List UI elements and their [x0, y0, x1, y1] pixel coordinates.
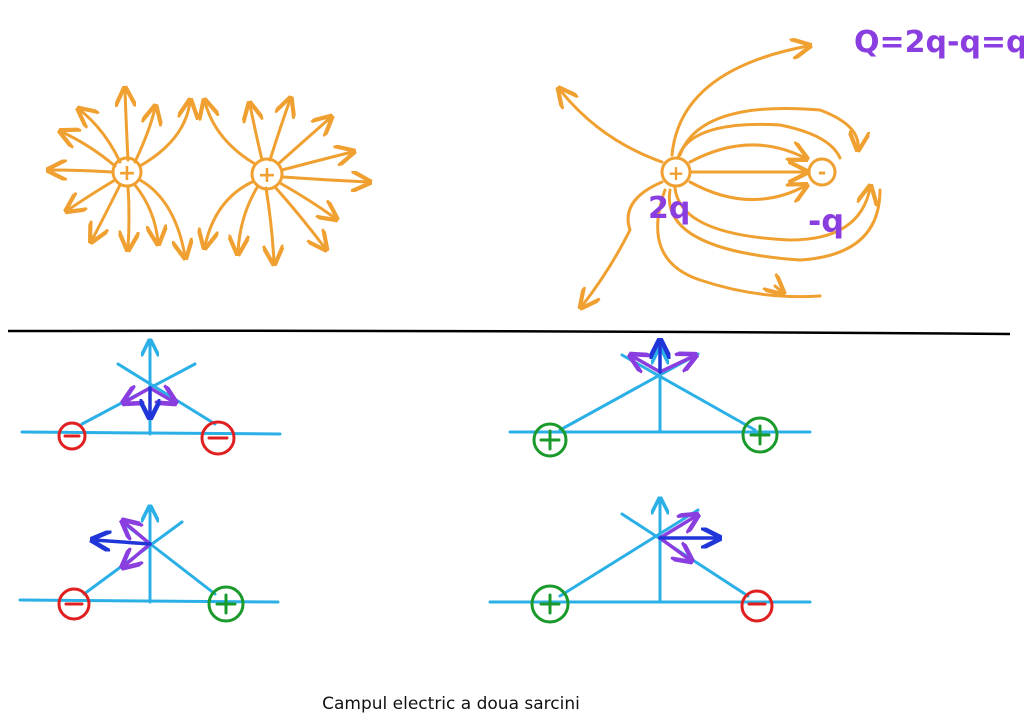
- panel-negative-positive: [18, 508, 280, 623]
- charge-2q: [660, 156, 692, 188]
- positive-charge-c: [207, 585, 245, 623]
- total-charge-note: Q=2q-q=q: [854, 25, 1024, 60]
- label-minus-q: -q: [808, 202, 844, 240]
- plus-sign-right: +: [258, 163, 276, 188]
- positive-charge-b1: [532, 422, 568, 458]
- plus-sign-left: +: [118, 161, 136, 186]
- two-positive-charges-field: [50, 90, 368, 262]
- positive-charge-d: [530, 584, 570, 624]
- positive-charge-right: [250, 157, 284, 191]
- panel-positive-positive: [508, 342, 812, 458]
- panel-negative-negative: [20, 342, 282, 456]
- negative-charge-d: [740, 589, 774, 623]
- minus-sign-q: -: [818, 160, 826, 184]
- positive-charge-b2: [741, 416, 779, 454]
- negative-charge-a2: [200, 420, 236, 456]
- dipole-2q-minus-q-field: [560, 46, 882, 306]
- label-2q: 2q: [648, 191, 690, 226]
- negative-charge-a1: [57, 421, 87, 451]
- negative-charge-c: [57, 587, 91, 621]
- charge-minus-q: [807, 157, 837, 187]
- plus-sign-2q: +: [668, 161, 685, 185]
- positive-charge-left: [111, 156, 143, 188]
- divider-line: [7, 329, 1011, 336]
- panel-positive-negative: [488, 500, 812, 624]
- caption: Campul electric a doua sarcini: [322, 694, 580, 714]
